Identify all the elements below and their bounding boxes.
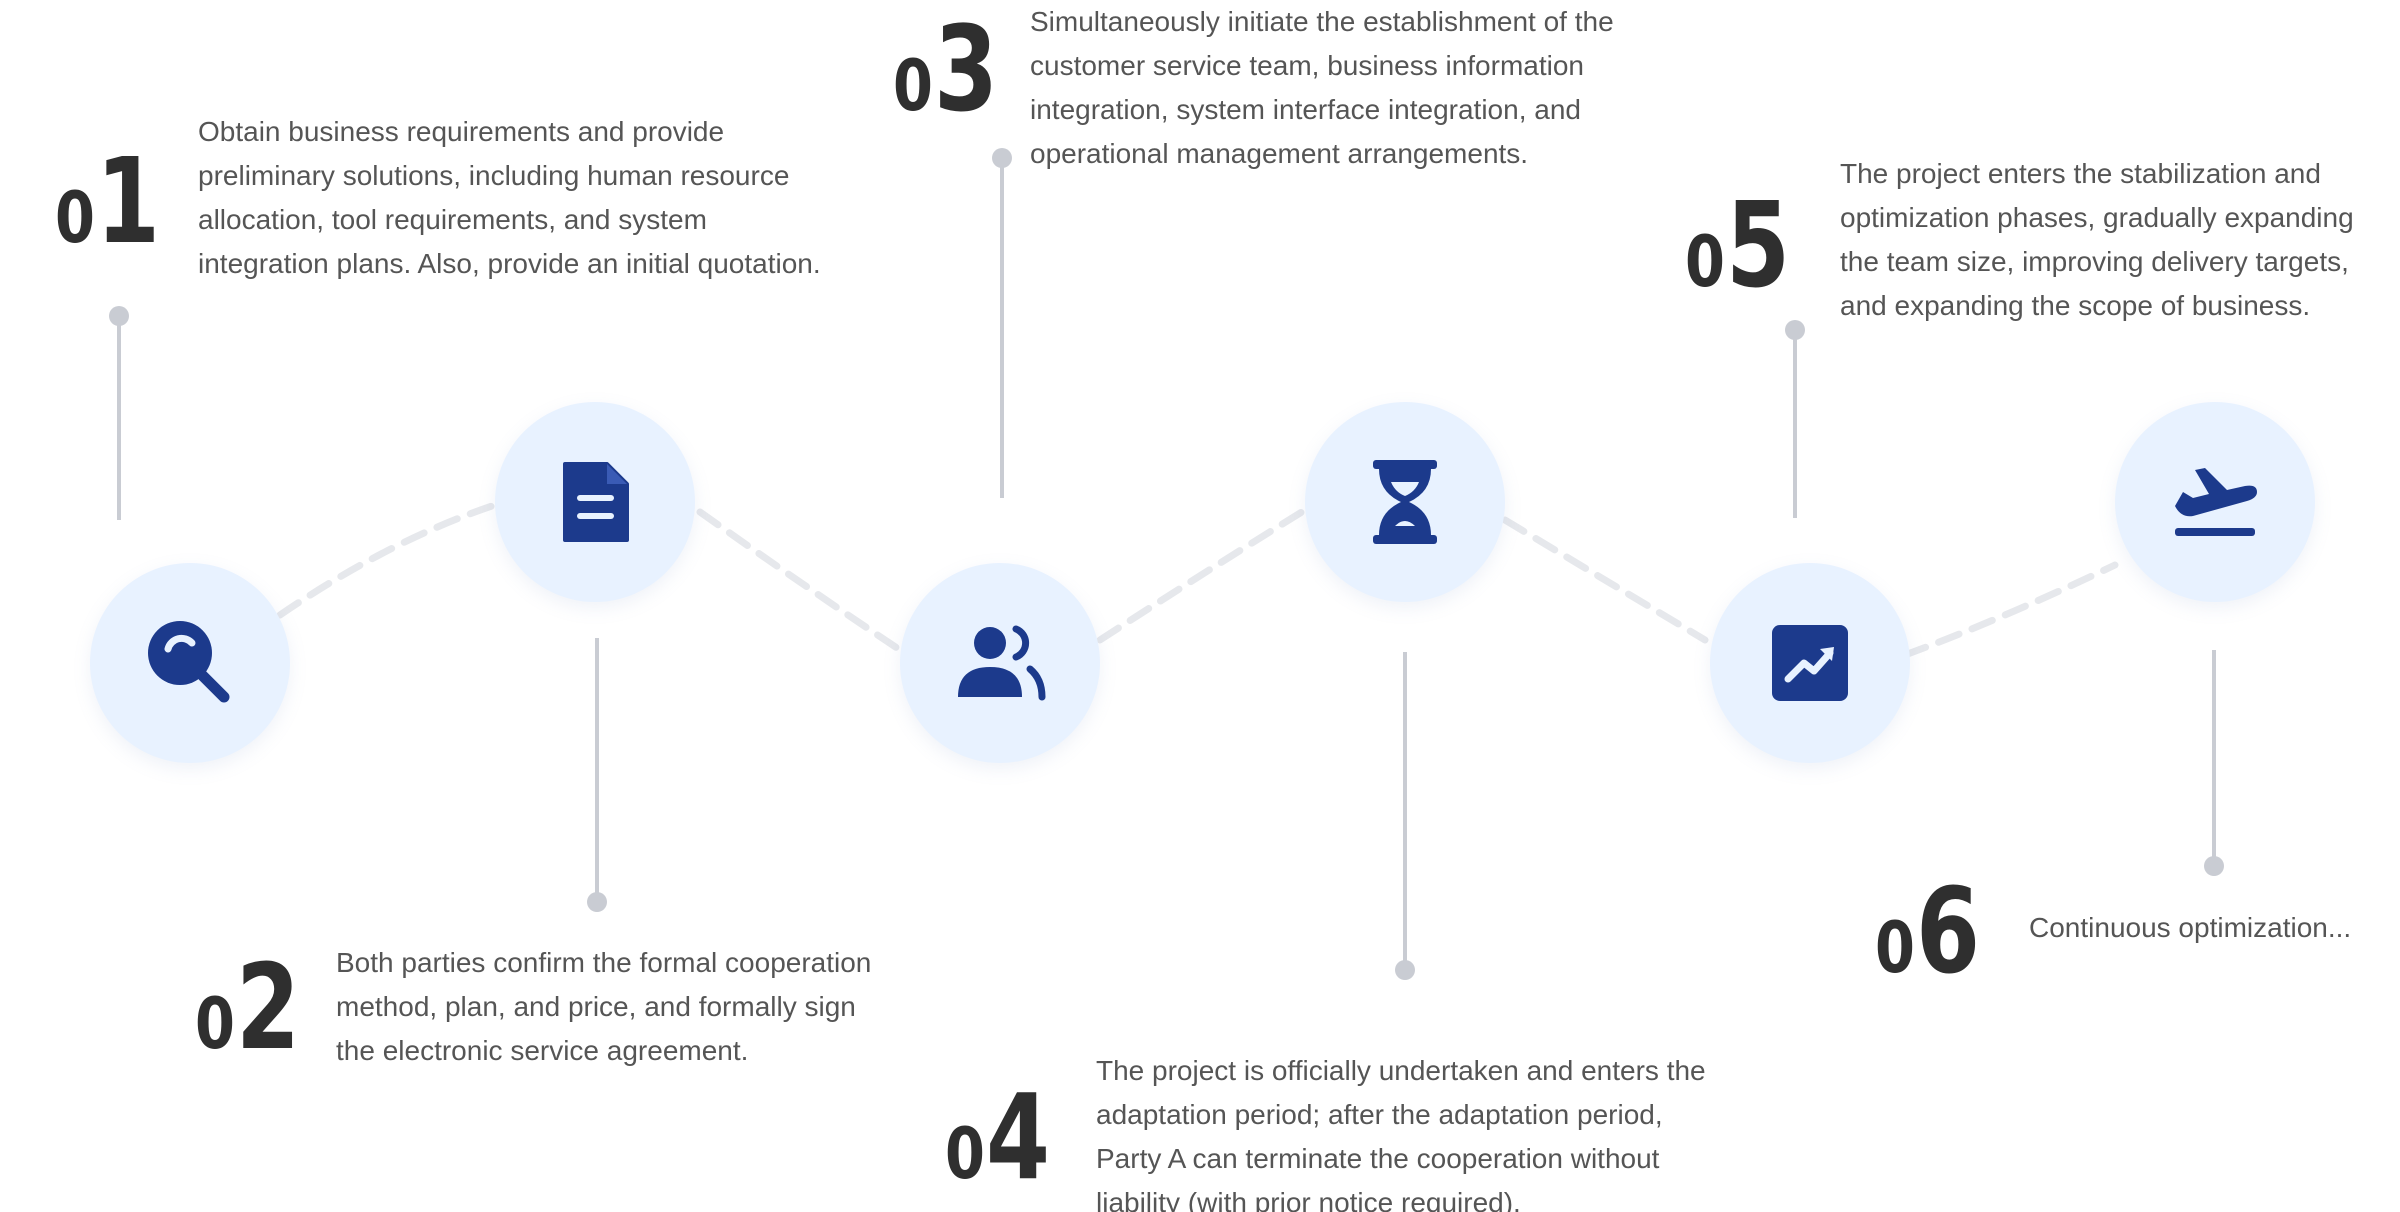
step-number-digit: 4 (985, 1068, 1050, 1206)
step-3-circle (900, 563, 1100, 763)
trend-up-icon (1772, 625, 1848, 701)
step-2-number: 0 2 (195, 948, 316, 1066)
step-4-number: 0 4 (945, 1078, 1066, 1196)
step-1-circle (90, 563, 290, 763)
hourglass-icon (1373, 460, 1437, 544)
step-number-digit: 5 (1725, 176, 1790, 314)
step-6-number: 0 6 (1875, 872, 1996, 990)
airplane-takeoff-icon (2175, 468, 2257, 536)
step-1-dot (109, 306, 129, 326)
step-5-circle (1710, 563, 1910, 763)
step-1-number: 0 1 (55, 142, 176, 260)
team-icon (958, 625, 1046, 701)
step-5-dot (1785, 320, 1805, 340)
document-icon (563, 462, 629, 542)
step-4-description: The project is officially undertaken and… (1096, 1055, 1706, 1212)
step-6-circle (2115, 402, 2315, 602)
step-number-digit: 3 (933, 0, 998, 138)
step-number-prefix: 0 (195, 983, 235, 1065)
step-2-circle (495, 402, 695, 602)
step-2-description: Both parties confirm the formal cooperat… (336, 947, 872, 1066)
step-3-description: Simultaneously initiate the establishmen… (1030, 6, 1614, 169)
step-4-dot (1395, 960, 1415, 980)
step-6-dot (2204, 856, 2224, 876)
step-1-description: Obtain business requirements and provide… (198, 116, 821, 279)
step-number-prefix: 0 (893, 45, 933, 127)
step-number-digit: 2 (235, 938, 300, 1076)
step-6-description: Continuous optimization... (2029, 912, 2352, 943)
step-number-digit: 1 (95, 132, 160, 270)
step-number-prefix: 0 (945, 1113, 985, 1195)
step-number-prefix: 0 (1875, 907, 1915, 989)
step-number-prefix: 0 (1685, 221, 1725, 303)
step-number-prefix: 0 (55, 177, 95, 259)
step-2-dot (587, 892, 607, 912)
step-5-description: The project enters the stabilization and… (1840, 158, 2354, 321)
step-5-number: 0 5 (1685, 186, 1806, 304)
step-3-number: 0 3 (893, 10, 1014, 128)
step-3-dot (992, 148, 1012, 168)
timeline-dashed-curve (276, 501, 2119, 659)
search-icon (148, 621, 230, 703)
step-number-digit: 6 (1915, 862, 1980, 1000)
step-4-circle (1305, 402, 1505, 602)
